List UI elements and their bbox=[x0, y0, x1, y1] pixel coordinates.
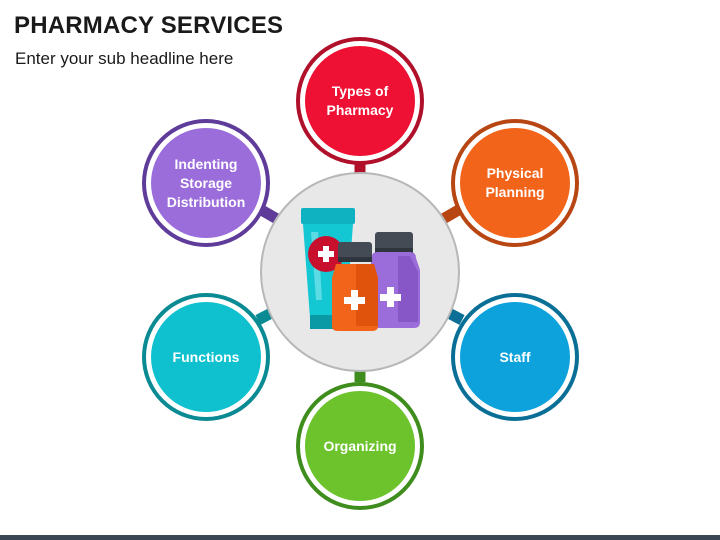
node-indenting-storage-distribution: Indenting Storage Distribution bbox=[151, 128, 261, 238]
node-label: Organizing bbox=[323, 437, 397, 454]
node-staff: Staff bbox=[460, 302, 570, 412]
node-physical-planning: Physical Planning bbox=[460, 128, 570, 238]
node-functions: Functions bbox=[151, 302, 261, 412]
node-label: Staff bbox=[499, 348, 531, 365]
node-label: Functions bbox=[172, 348, 240, 365]
footer-bar bbox=[0, 535, 720, 540]
node-organizing: Organizing bbox=[305, 391, 415, 501]
page-subtitle: Enter your sub headline here bbox=[15, 49, 234, 68]
node-label: Indenting Storage Distribution bbox=[166, 155, 246, 210]
node-types-of-pharmacy: Types of Pharmacy bbox=[305, 46, 415, 156]
page-title: PHARMACY SERVICES bbox=[14, 12, 284, 39]
medicine-bottles-icon bbox=[301, 208, 420, 331]
node-label: Types of Pharmacy bbox=[326, 83, 394, 118]
node-label: Physical Planning bbox=[485, 165, 545, 200]
